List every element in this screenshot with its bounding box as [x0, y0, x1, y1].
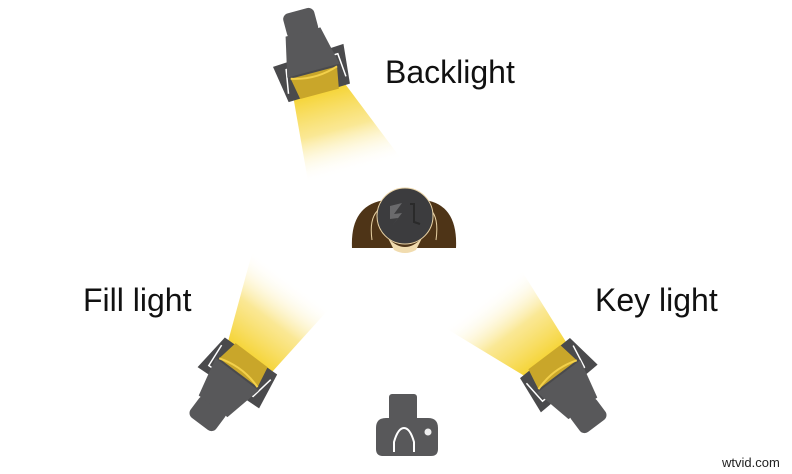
camera-icon [376, 394, 438, 456]
fill-light-icon [149, 249, 334, 448]
watermark: wtvid.com [722, 455, 780, 470]
backlight-label: Backlight [385, 54, 515, 90]
subject-icon [351, 187, 457, 253]
key-light-label: Key light [595, 282, 718, 318]
fill-light-label: Fill light [83, 282, 192, 318]
backlight-icon [259, 0, 403, 186]
